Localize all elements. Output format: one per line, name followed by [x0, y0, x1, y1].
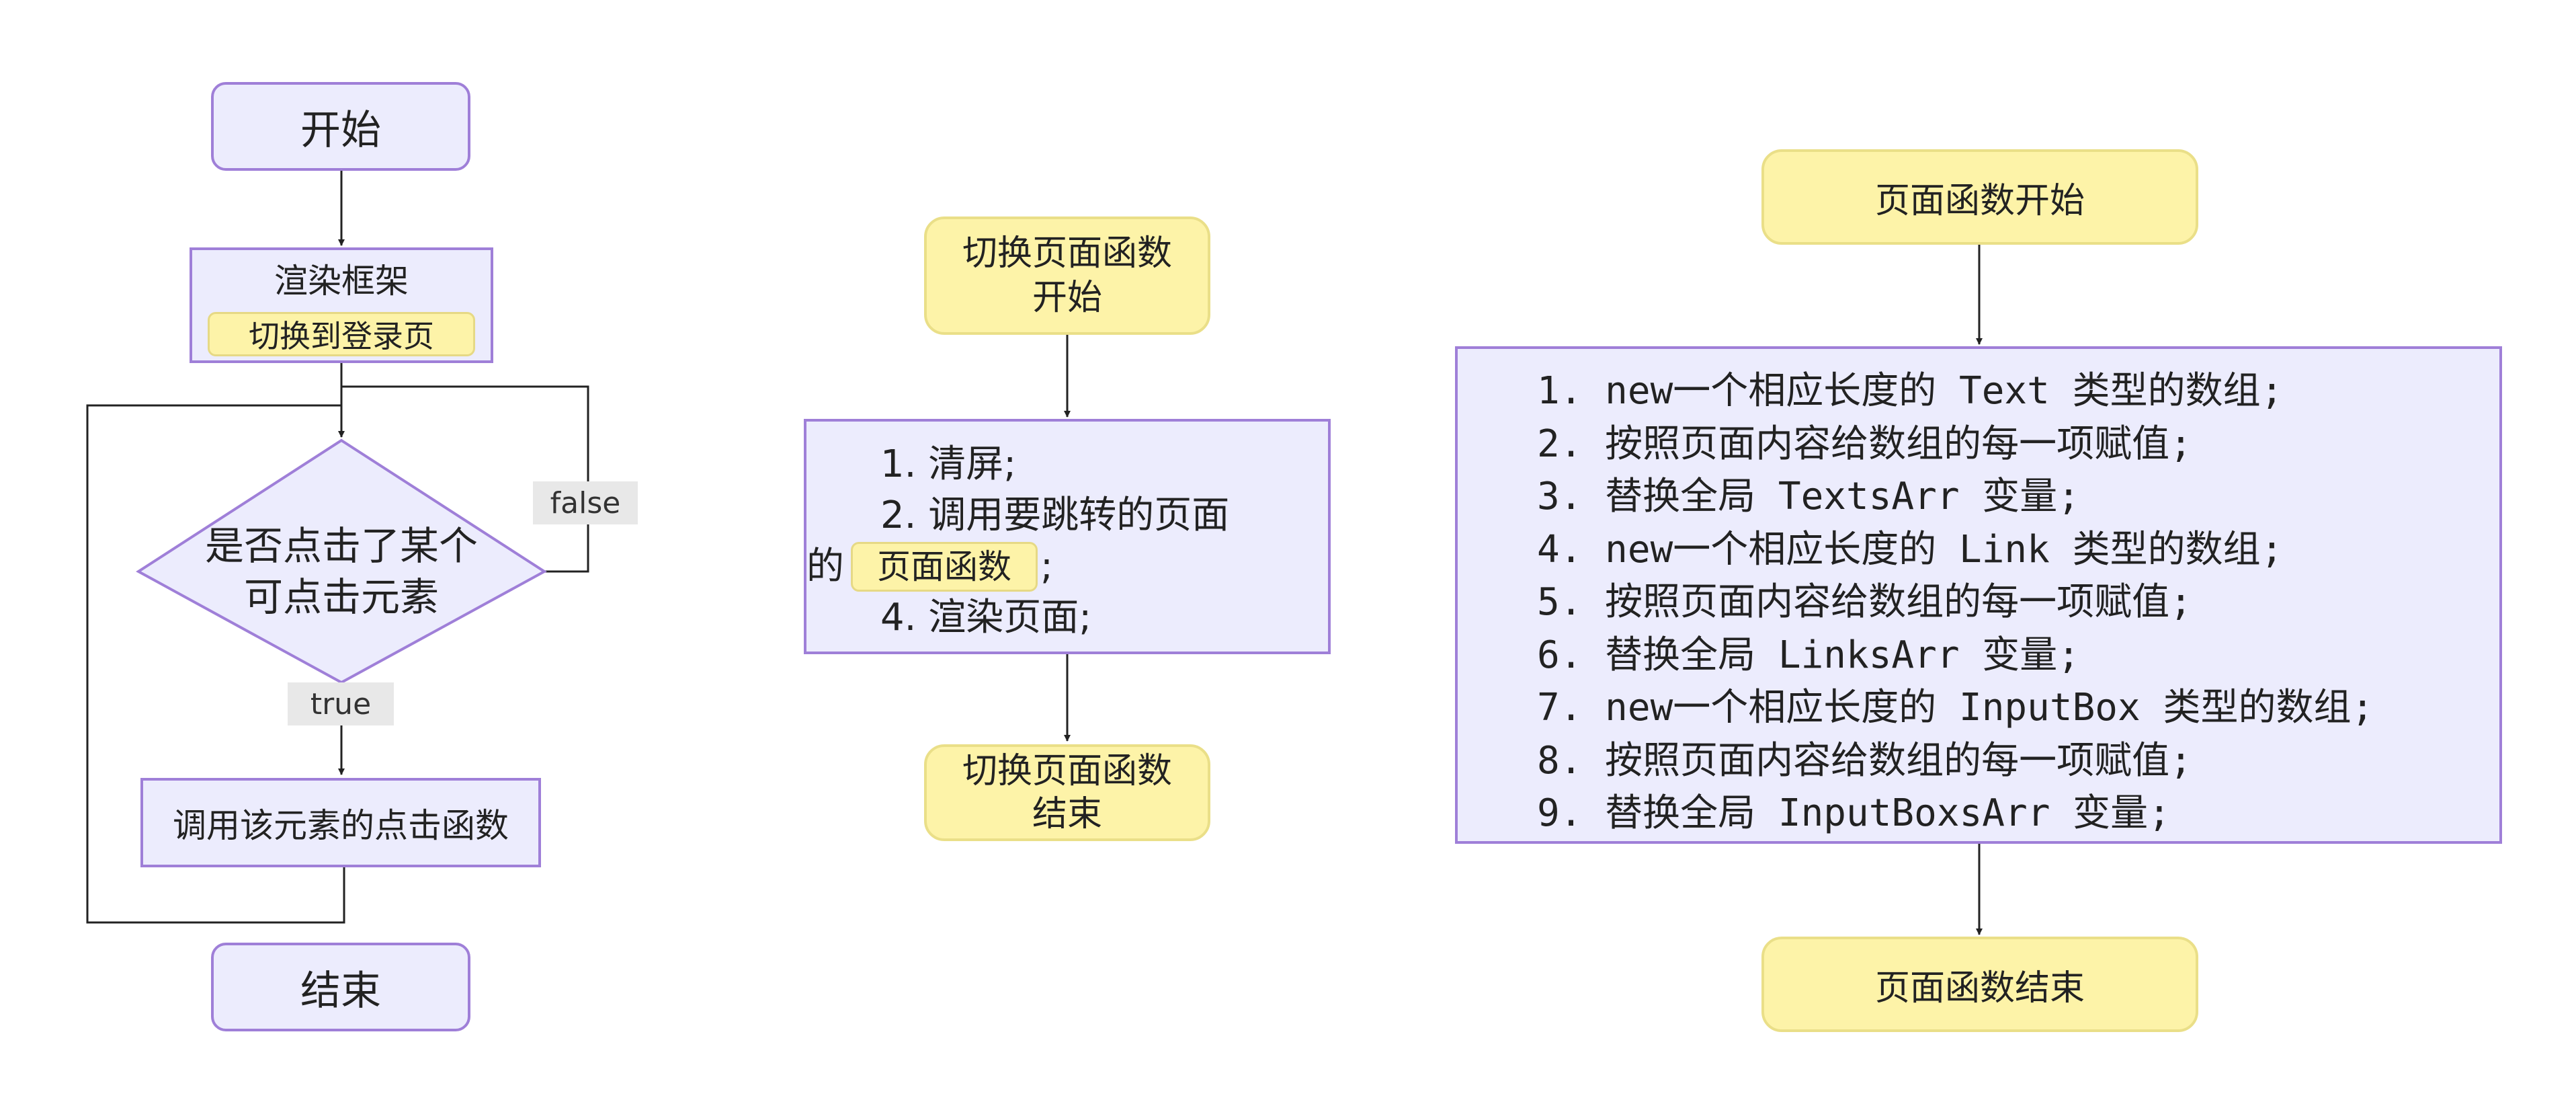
switch-login-label: 切换到登录页: [249, 318, 434, 354]
page-function-start-node: 页面函数开始: [1761, 149, 2198, 245]
switch-step-4: 4. 渲染页面;: [880, 596, 1092, 639]
page-step: 5. 按照页面内容给数组的每一项赋值;: [1537, 580, 2192, 624]
switch-steps-list: 1. 清屏; 2. 调用要跳转的页面 的 页面函数 ; 4. 渲染页面;: [806, 439, 1230, 643]
switch-start-line-2: 开始: [1032, 278, 1102, 318]
switch-step-2: 2. 调用要跳转的页面: [880, 494, 1230, 537]
edge-false-loop: [341, 385, 589, 573]
switch-step-2-suffix: ;: [1040, 545, 1053, 588]
switch-step-2-cont: 的 页面函数 ;: [806, 541, 1229, 592]
render-frame-node: 渲染框架 切换到登录页: [190, 247, 493, 363]
page-function-steps-list: 1. new一个相应长度的 Text 类型的数组; 2. 按照页面内容给数组的每…: [1537, 365, 2374, 840]
page-function-end-node: 页面函数结束: [1761, 937, 2198, 1032]
switch-page-end-node: 切换页面函数 结束: [924, 744, 1210, 841]
decision-line-1: 是否点击了某个: [204, 523, 478, 569]
call-click-label: 调用该元素的点击函数: [173, 805, 509, 845]
switch-end-line-2: 结束: [1032, 794, 1102, 834]
page-function-chip-label: 页面函数: [877, 547, 1011, 586]
page-function-chip: 页面函数: [851, 542, 1038, 592]
switch-step-2-prefix: 的: [806, 545, 844, 588]
page-step: 6. 替换全局 LinksArr 变量;: [1537, 633, 2081, 677]
switch-step-1: 1. 清屏;: [880, 442, 1017, 486]
true-label-text: true: [310, 686, 372, 721]
page-step: 8. 按照页面内容给数组的每一项赋值;: [1537, 738, 2192, 783]
switch-end-line-1: 切换页面函数: [962, 751, 1172, 791]
true-edge-label: true: [288, 682, 394, 725]
switch-page-steps-node: 1. 清屏; 2. 调用要跳转的页面 的 页面函数 ; 4. 渲染页面;: [804, 419, 1331, 654]
page-step: 3. 替换全局 TextsArr 变量;: [1537, 475, 2081, 518]
false-label-text: false: [550, 485, 621, 520]
end-node: 结束: [211, 943, 470, 1031]
page-step: 1. new一个相应长度的 Text 类型的数组;: [1537, 369, 2284, 413]
page-step: 9. 替换全局 InputBoxsArr 变量;: [1537, 791, 2171, 835]
switch-login-chip: 切换到登录页: [208, 312, 475, 356]
page-step: 2. 按照页面内容给数组的每一项赋值;: [1537, 422, 2192, 466]
page-step: 4. new一个相应长度的 Link 类型的数组;: [1537, 527, 2284, 571]
start-label: 开始: [300, 106, 381, 154]
decision-line-2: 可点击元素: [243, 574, 439, 620]
page-function-start-label: 页面函数开始: [1874, 180, 2085, 221]
switch-page-start-node: 切换页面函数 开始: [924, 216, 1210, 335]
end-label: 结束: [300, 967, 381, 1015]
edge-true-loop: [86, 404, 345, 924]
call-click-node: 调用该元素的点击函数: [140, 778, 541, 867]
page-step: 7. new一个相应长度的 InputBox 类型的数组;: [1537, 686, 2374, 730]
page-function-end-label: 页面函数结束: [1874, 968, 2085, 1009]
false-edge-label: false: [533, 481, 638, 524]
decision-text: 是否点击了某个 可点击元素: [159, 511, 524, 632]
render-frame-label: 渲染框架: [274, 262, 409, 301]
page-function-steps-node: 1. new一个相应长度的 Text 类型的数组; 2. 按照页面内容给数组的每…: [1455, 346, 2502, 844]
switch-start-line-1: 切换页面函数: [962, 233, 1172, 274]
start-node: 开始: [211, 82, 470, 171]
